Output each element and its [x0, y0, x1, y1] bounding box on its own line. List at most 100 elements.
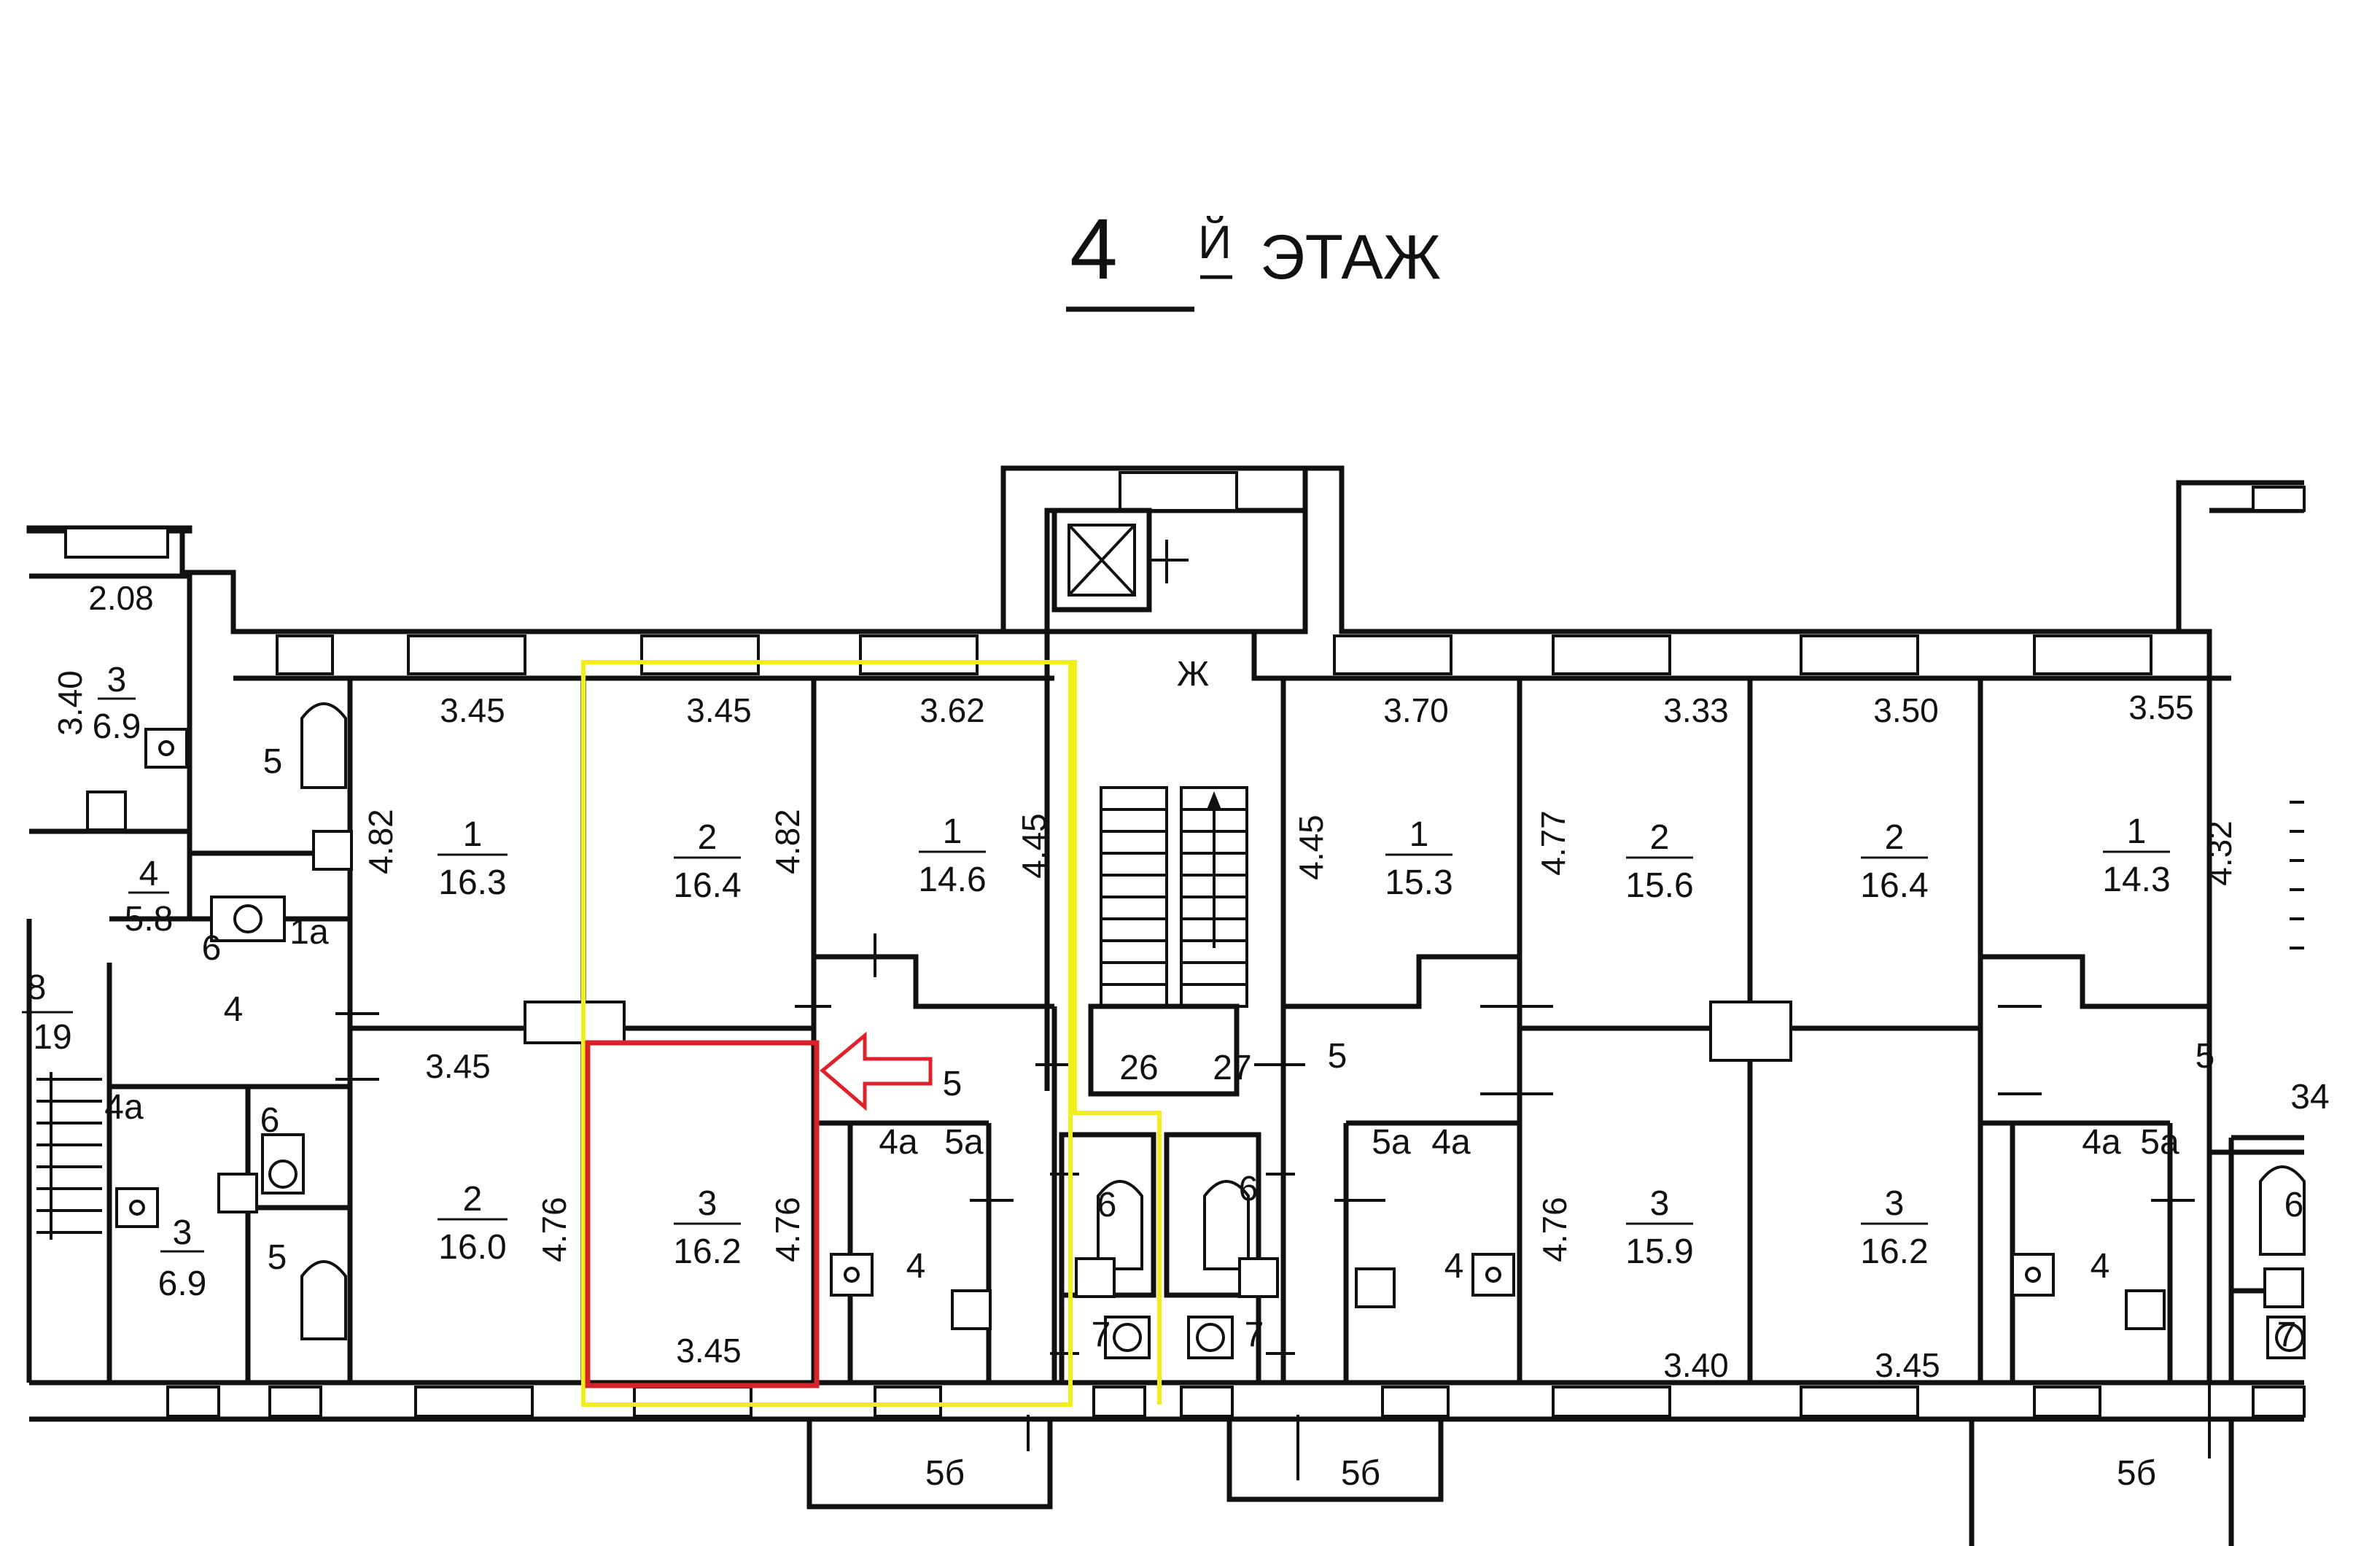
room-area: 6.9 — [93, 707, 141, 746]
room-number: 5 — [1328, 1037, 1348, 1076]
bathtub-icon — [300, 1260, 347, 1340]
balcony-label: 5б — [1341, 1454, 1380, 1493]
stair-flight-right — [1180, 786, 1248, 1008]
room-number: 6 — [202, 929, 222, 968]
balcony-label: 5б — [2117, 1454, 2156, 1493]
room-number: 6 — [260, 1101, 280, 1140]
room-number: 4a — [879, 1123, 918, 1162]
dimension: 3.50 — [1873, 691, 1939, 729]
dimension: 4.45 — [1292, 815, 1330, 880]
room-number: Ж — [1177, 655, 1209, 694]
room-area: 16.2 — [1860, 1232, 1928, 1271]
room-number: 3 — [173, 1213, 192, 1252]
stove-icon — [217, 1173, 258, 1213]
room-number: 1 — [943, 812, 962, 851]
bathtub-icon — [1097, 1180, 1143, 1270]
room-number: 1 — [2127, 812, 2147, 851]
room-number: 7 — [1245, 1316, 1264, 1354]
stove-icon — [312, 830, 353, 871]
stair-flight-left — [1100, 786, 1168, 1008]
room-number: 4a — [2082, 1123, 2121, 1162]
room-number: 2 — [1885, 818, 1905, 857]
room-number: 19 — [33, 1018, 71, 1057]
room-area: 6.9 — [158, 1265, 207, 1303]
arrow-left-icon — [820, 1031, 933, 1111]
dimension: 4.82 — [362, 809, 400, 874]
room-area: 16.3 — [438, 863, 506, 902]
stove-icon — [2263, 1267, 2304, 1308]
room-number: 4 — [906, 1247, 926, 1286]
dimension: 3.33 — [1663, 691, 1729, 729]
dimension: 3.55 — [2128, 688, 2194, 726]
room-number: 26 — [1119, 1049, 1158, 1087]
room-area: 5.8 — [125, 900, 174, 939]
room-number: 3 — [1650, 1184, 1670, 1223]
dimension: 4.45 — [1015, 813, 1053, 879]
windows — [64, 471, 2306, 1418]
room-number: 27 — [1213, 1049, 1251, 1087]
bathtub-icon — [1203, 1180, 1250, 1270]
selected-room-highlight — [585, 1040, 820, 1388]
dimension: 4.76 — [535, 1197, 573, 1262]
room-number: 1a — [289, 913, 329, 952]
dimension: 4.76 — [1536, 1197, 1574, 1262]
floor-number: 4 — [1070, 201, 1118, 298]
room-number: 5 — [2196, 1037, 2215, 1076]
dimension: 3.62 — [919, 691, 985, 729]
room-number: 2 — [1650, 818, 1670, 857]
room-number: 6 — [1097, 1186, 1117, 1224]
dimension: 3.45 — [676, 1332, 742, 1370]
room-number: 5 — [268, 1238, 287, 1277]
room-number: 4 — [1444, 1247, 1464, 1286]
stove-icon — [86, 791, 127, 831]
room-number: 5a — [2140, 1123, 2179, 1162]
dimension: 3.40 — [51, 670, 89, 736]
room-number: 5a — [1372, 1123, 1411, 1162]
apartment-highlight-edge — [1070, 660, 1162, 1405]
room-area: 16.4 — [673, 866, 741, 905]
dimension: 4.82 — [769, 809, 806, 874]
room-number: 4 — [2091, 1247, 2110, 1286]
stairwell — [36, 508, 2304, 1240]
room-number: 3 — [107, 661, 127, 699]
room-area: 16.2 — [673, 1232, 741, 1271]
dimension: 2.08 — [88, 579, 154, 617]
room-number: 1 — [1409, 815, 1429, 854]
room-area: 14.3 — [2102, 861, 2170, 899]
room-number: 4 — [224, 990, 244, 1029]
dimension: 3.45 — [1875, 1346, 1940, 1384]
dimension: 3.45 — [425, 1047, 491, 1085]
bathtub-icon — [300, 702, 347, 789]
stove-icon — [951, 1289, 992, 1330]
room-number: 8 — [27, 968, 47, 1007]
stair-left-wing — [36, 1072, 102, 1240]
room-area: 16.0 — [438, 1228, 506, 1267]
floor-word: ЭТАЖ — [1260, 222, 1441, 292]
room-number: 34 — [2290, 1078, 2329, 1116]
stove-icon — [1355, 1267, 1396, 1308]
fixtures — [86, 702, 2306, 1359]
stove-icon — [1238, 1257, 1279, 1298]
room-number: 4a — [104, 1088, 144, 1127]
room-number: 5a — [944, 1123, 984, 1162]
floor-title: 4 Й ЭТАЖ — [1066, 201, 1441, 312]
room-number: 2 — [698, 818, 718, 857]
room-number: 5 — [263, 742, 283, 781]
room-number: 6 — [1239, 1170, 1259, 1208]
stove-icon — [1075, 1257, 1116, 1298]
dimension: 3.70 — [1383, 691, 1449, 729]
room-number: 6 — [2284, 1186, 2304, 1224]
floor-suffix: Й — [1198, 215, 1232, 268]
room-number: 2 — [463, 1180, 483, 1219]
room-area: 14.6 — [918, 861, 986, 899]
apartment-highlight — [581, 660, 1073, 1407]
dimension: 4.77 — [1534, 810, 1572, 876]
balcony-label: 5б — [925, 1454, 965, 1493]
stove-icon — [2125, 1289, 2166, 1330]
room-number: 3 — [698, 1184, 718, 1223]
door-marks — [335, 933, 2211, 1480]
dimension-labels: 2.08 3.40 3.45 4.82 3.45 4.82 3.62 4.45 … — [51, 579, 2239, 1384]
dimension: 4.32 — [2201, 820, 2239, 886]
room-number: 1 — [463, 815, 483, 854]
